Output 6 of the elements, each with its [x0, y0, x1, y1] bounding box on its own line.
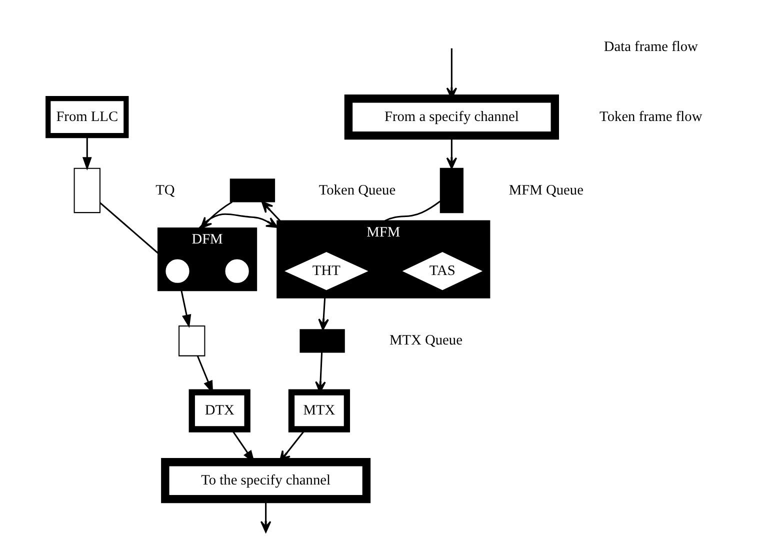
node-label: Token Queue	[318, 182, 396, 198]
node-label: TQ	[155, 182, 174, 198]
legend-label: Token frame flow	[599, 108, 702, 125]
node-label: MFM Queue	[508, 182, 583, 198]
node-label: MTX Queue	[389, 332, 462, 349]
legend-label: Data frame flow	[603, 39, 698, 56]
